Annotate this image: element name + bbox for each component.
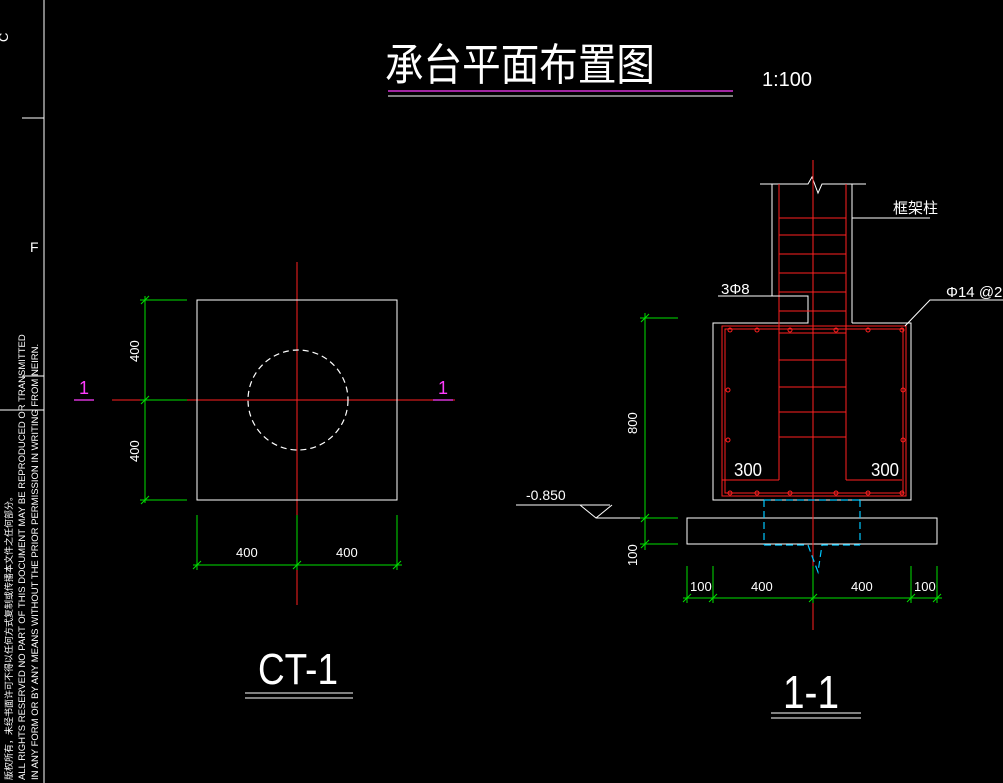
- sidebar-frame: C F ALL RIGHTS RESERVED NO PART OF THIS …: [0, 0, 45, 783]
- plan-dim-bottom: 400: [127, 440, 142, 462]
- plan-section-mark-left: 1: [79, 378, 89, 398]
- section-label: 1-1: [783, 666, 839, 718]
- section-rebar-label: Φ14 @20: [946, 284, 1003, 301]
- section-pile-dashed: [763, 499, 861, 545]
- sidebar-copyright-en-1: ALL RIGHTS RESERVED NO PART OF THIS DOCU…: [17, 334, 28, 780]
- section-bottom-dim-1: 100: [690, 579, 712, 594]
- plan-pile-circle: [247, 349, 349, 451]
- section-cap-outline: [712, 295, 912, 501]
- drawing-scale: 1:100: [762, 69, 812, 91]
- plan-dim-left: 400: [236, 545, 258, 560]
- section-bottom-dim-4: 100: [914, 579, 936, 594]
- plan-section-mark-right: 1: [438, 378, 448, 398]
- section-1-1: 框架柱 3Φ8: [516, 160, 1003, 719]
- plan-label: CT-1: [258, 645, 338, 694]
- plan-dim-top: 400: [127, 340, 142, 362]
- section-column-label: 框架柱: [893, 200, 938, 217]
- section-right-300: 300: [871, 460, 899, 480]
- plan-ct1: 1 1 400 400 400 400 CT-1: [74, 262, 455, 699]
- drawing-title: 承台平面布置图: [385, 41, 655, 90]
- section-rebar-cage: [721, 325, 907, 497]
- sidebar-letter-mid: F: [30, 239, 39, 255]
- section-stirrup-label: 3Φ8: [721, 281, 750, 298]
- section-cushion: [686, 517, 938, 545]
- section-height: 800: [625, 412, 640, 434]
- section-left-300: 300: [734, 460, 762, 480]
- drawing-title-block: 承台平面布置图 1:100: [385, 41, 812, 97]
- sidebar-copyright-en-2: IN ANY FORM OR BY ANY MEANS WITHOUT THE …: [30, 344, 41, 780]
- sidebar-copyright-cn: 版权所有，未经书面许可不得以任何方式复制或传播本文件之任何部分。: [3, 492, 14, 780]
- section-cushion-height: 100: [625, 544, 640, 566]
- section-bottom-dim-3: 400: [851, 579, 873, 594]
- sidebar-letter-top: C: [0, 33, 11, 42]
- section-column-break: [760, 175, 866, 195]
- section-bottom-dim-2: 400: [751, 579, 773, 594]
- plan-cap-outline: [196, 299, 398, 501]
- section-elevation: -0.850: [526, 487, 566, 503]
- plan-dim-right: 400: [336, 545, 358, 560]
